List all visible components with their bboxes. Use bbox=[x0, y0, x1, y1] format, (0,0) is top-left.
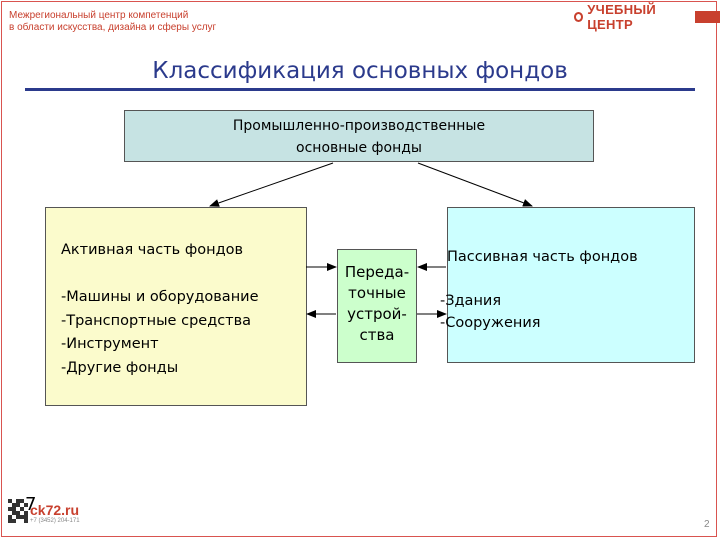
website-link[interactable]: ck72.ru bbox=[30, 502, 80, 518]
passive-heading: Пассивная часть фондов bbox=[447, 249, 638, 265]
org-line-2: в области искусства, дизайна и сферы усл… bbox=[9, 22, 217, 33]
slide-number-overlay: 7 bbox=[25, 494, 37, 515]
active-item: -Инструмент bbox=[61, 336, 159, 352]
passive-item: -Сооружения bbox=[440, 315, 541, 331]
active-item: -Транспортные средства bbox=[61, 312, 252, 329]
brand-logo: УЧЕБНЫЙ ЦЕНТР bbox=[574, 2, 720, 32]
active-item: -Машины и оборудование bbox=[61, 289, 259, 305]
industrial-funds-line-1: Промышленно-производственные bbox=[232, 118, 486, 134]
title-underline bbox=[25, 88, 695, 91]
active-item: -Другие фонды bbox=[61, 359, 179, 376]
brand-circle-icon bbox=[574, 12, 584, 22]
slide-title: Классификация основных фондов bbox=[152, 58, 568, 84]
passive-item: -Здания bbox=[440, 293, 502, 309]
active-heading: Активная часть фондов bbox=[61, 242, 244, 258]
brand-tag-icon bbox=[695, 11, 720, 23]
transfer-line: устрой- bbox=[347, 305, 407, 323]
transfer-line: Переда- bbox=[344, 263, 410, 281]
brand-text: УЧЕБНЫЙ ЦЕНТР bbox=[587, 2, 657, 32]
passive-funds-box bbox=[447, 207, 695, 363]
qr-code-icon bbox=[8, 499, 28, 523]
phone-number: +7 (3452) 204-171 bbox=[30, 518, 80, 524]
organization-caption: Межрегиональный центр компетенций в обла… bbox=[9, 10, 219, 34]
industrial-funds-box: Промышленно-производственные основные фо… bbox=[124, 110, 594, 162]
transfer-line: ства bbox=[359, 326, 395, 344]
industrial-funds-line-2: основные фонды bbox=[296, 140, 422, 156]
transfer-line: точные bbox=[348, 284, 406, 302]
page-number: 2 bbox=[704, 519, 710, 530]
transfer-devices-box: Переда- точные устрой- ства bbox=[337, 249, 417, 363]
org-line-1: Межрегиональный центр компетенций bbox=[9, 10, 189, 21]
active-funds-box: Активная часть фондов -Машины и оборудов… bbox=[45, 207, 307, 406]
passive-funds-text: Пассивная часть фондов -Здания -Сооружен… bbox=[440, 246, 638, 334]
